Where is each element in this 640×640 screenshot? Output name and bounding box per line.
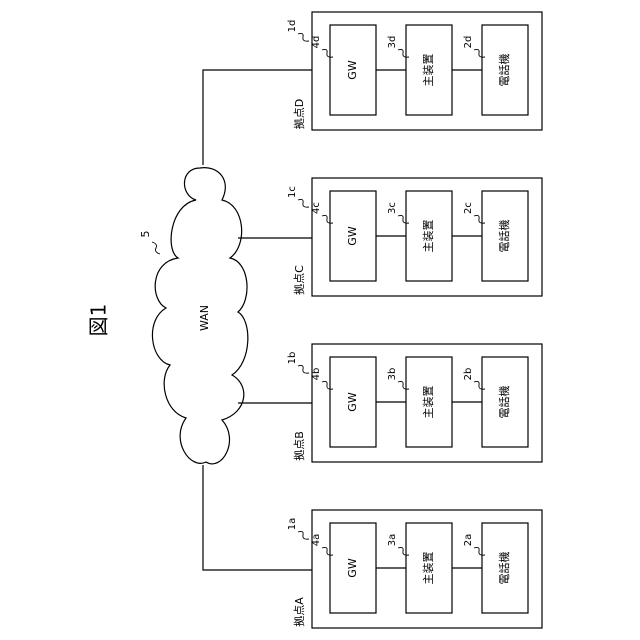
site-ref: 1b [287, 352, 298, 365]
gw-label: GW [346, 226, 359, 246]
site-ref-leader [298, 199, 309, 207]
main-unit-label: 主装置 [422, 386, 435, 419]
site-ref-leader [298, 531, 309, 539]
main-unit-label: 主装置 [422, 54, 435, 87]
site-ref: 1c [287, 186, 298, 198]
gw-label: GW [346, 60, 359, 80]
figure-title: 図1 [87, 304, 111, 337]
telephone-ref: 2a [463, 534, 474, 547]
site-ref: 1a [287, 518, 298, 531]
main-unit-ref: 3d [387, 36, 398, 49]
gw-ref: 4d [311, 36, 322, 49]
telephone-label: 電話機 [497, 386, 511, 419]
site-ref-leader [298, 33, 309, 41]
site-label: 拠点C [293, 265, 306, 295]
main-unit-ref: 3b [387, 368, 398, 381]
gw-ref: 4a [311, 534, 322, 547]
wan-ref-leader [152, 242, 160, 254]
site-label: 拠点D [293, 99, 306, 129]
gw-label: GW [346, 558, 359, 578]
gw-label: GW [346, 392, 359, 412]
main-unit-label: 主装置 [422, 552, 435, 585]
wan-link-a [203, 465, 312, 570]
site-b: GW 主装置 電話機 1b 4b 3b 2b 拠点B [287, 344, 542, 462]
gw-ref: 4c [311, 202, 322, 214]
main-unit-label: 主装置 [422, 220, 435, 253]
site-label: 拠点A [293, 597, 306, 627]
main-unit-ref: 3c [387, 202, 398, 214]
telephone-ref: 2d [463, 36, 474, 49]
telephone-ref: 2c [463, 202, 474, 214]
main-unit-ref: 3a [387, 534, 398, 547]
site-d: GW 主装置 電話機 1d 4d 3d 2d 拠点D [287, 12, 542, 130]
telephone-label: 電話機 [497, 552, 511, 585]
telephone-label: 電話機 [497, 220, 511, 253]
site-ref: 1d [287, 20, 298, 33]
site-a: GW 主装置 電話機 1a 4a 3a 2a 拠点A [287, 510, 542, 628]
wan-ref: 5 [139, 231, 152, 238]
telephone-label: 電話機 [497, 54, 511, 87]
site-c: GW 主装置 電話機 1c 4c 3c 2c 拠点C [287, 178, 542, 296]
telephone-ref: 2b [463, 368, 474, 381]
wan-cloud: WAN 5 [139, 168, 248, 464]
gw-ref: 4b [311, 368, 322, 381]
site-label: 拠点B [293, 431, 306, 461]
site-ref-leader [298, 365, 309, 373]
wan-label: WAN [198, 305, 211, 331]
